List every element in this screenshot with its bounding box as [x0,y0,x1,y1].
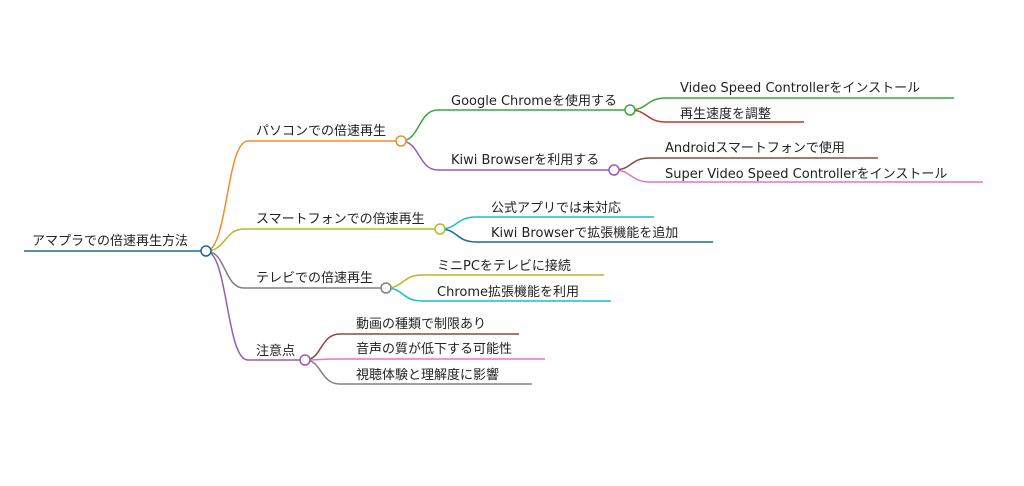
edge-chrome-vsc [629,97,954,111]
edge-pc-chrome [400,109,630,142]
edge-root-phone [205,228,440,252]
node-chrome-label: Google Chromeを使用する [451,93,617,109]
branch-pc-dot[interactable] [395,135,407,147]
branch-tv-label: テレビでの倍速再生 [256,271,373,286]
node-kiwi-dot[interactable] [608,164,620,176]
branch-notes-label: 注意点 [256,343,295,359]
node-chrome-dot[interactable] [624,104,636,116]
edge-root-tv [205,250,386,289]
branch-phone-label: スマートフォンでの倍速再生 [256,212,425,227]
leaf-kiwi-ext-label: Kiwi Browserで拡張機能を追加 [491,225,678,241]
leaf-svsc-label: Super Video Speed Controllerをインストール [665,167,947,182]
leaf-minipc-label: ミニPCをテレビに接続 [437,258,571,274]
branch-notes-dot[interactable] [299,354,311,366]
node-kiwi-label: Kiwi Browserを利用する [451,153,599,168]
edge-root-pc [205,140,401,252]
branch-pc-label: パソコンでの倍速再生 [256,124,386,139]
leaf-official-label: 公式アプリでは未対応 [491,201,621,216]
root-node-dot[interactable] [200,245,212,257]
leaf-vsc-label: Video Speed Controllerをインストール [680,81,920,96]
leaf-speed-label: 再生速度を調整 [680,106,771,122]
leaf-experience-label: 視聴体験と理解度に影響 [356,367,499,383]
leaf-audio-label: 音声の質が低下する可能性 [356,341,512,357]
branch-tv-dot[interactable] [380,282,392,294]
root-label: アマプラでの倍速再生方法 [32,233,188,249]
leaf-limit-label: 動画の種類で制限あり [356,316,486,332]
leaf-chrome-ext-label: Chrome拡張機能を利用 [437,285,579,300]
leaf-android-label: Androidスマートフォンで使用 [665,140,845,156]
edge-root-notes [205,250,305,361]
edge-notes-audio [304,358,545,361]
branch-phone-dot[interactable] [434,223,446,235]
